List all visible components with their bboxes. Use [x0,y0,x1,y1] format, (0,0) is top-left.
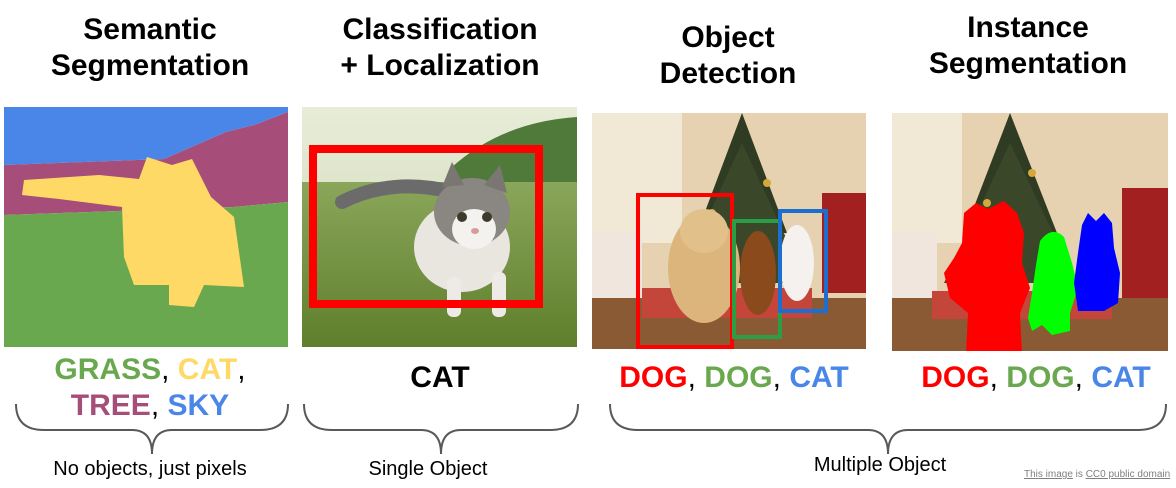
title-line: Detection [659,57,797,90]
detection-labels: DOG, DOG, CAT [584,360,884,396]
label-dog-2: DOG [704,361,773,394]
label-cat: CAT [410,361,470,394]
caption-no-objects: No objects, just pixels [53,458,247,480]
title-instance-segmentation: Instance Segmentation [878,10,1176,82]
label-dog-1: DOG [921,361,990,394]
detection-box-cat [778,209,828,313]
title-line: + Localization [340,49,540,82]
label-cat: CAT [1091,361,1151,394]
caption-multiple-object: Multiple Object [813,454,947,476]
label-tree: TREE [70,389,151,422]
label-separator: , [161,353,170,386]
object-detection-image [592,113,866,349]
title-line: Segmentation [50,49,250,82]
instance-labels: DOG, DOG, CAT [886,360,1176,396]
title-object-detection: Object Detection [578,20,878,92]
instance-mask-dog-2 [1028,231,1078,335]
label-dog-2: DOG [1006,361,1075,394]
title-line: Object [681,21,775,54]
brace-semantic [15,403,289,455]
semantic-segmentation-image [4,107,288,347]
title-line: Segmentation [928,47,1128,80]
credit-text: is [1072,469,1086,480]
image-credit: This image is CC0 public domain [1024,469,1170,480]
credit-link-image[interactable]: This image [1024,469,1073,480]
brace-single [303,403,579,455]
label-cat: CAT [789,361,849,394]
instance-segmentation-image [892,113,1168,351]
localization-box [309,145,543,308]
label-separator: , [237,353,246,386]
caption-single-object: Single Object [368,458,488,480]
title-semantic-segmentation: Semantic Segmentation [0,12,300,84]
pets-photo-instance [892,113,1168,351]
label-grass: GRASS [54,353,162,386]
title-classification-localization: Classification + Localization [290,12,590,84]
segmentation-map [4,107,288,347]
label-separator: , [150,389,160,422]
pets-photo-detection [592,113,866,349]
title-line: Instance [967,11,1089,44]
sky-region [4,107,288,165]
label-sky: SKY [167,389,230,422]
title-line: Classification [342,13,538,46]
label-separator: , [989,361,998,394]
instance-mask-cat [1074,213,1120,311]
kitten-photo [302,107,577,347]
label-dog-1: DOG [619,361,688,394]
semantic-class-labels: GRASS, CAT, TREE, SKY [0,352,300,424]
cat-region [22,157,244,307]
classification-image [302,107,577,347]
semantic-labels-line-2: TREE, SKY [0,388,300,424]
label-separator: , [687,361,696,394]
label-separator: , [1074,361,1083,394]
semantic-labels-line-1: GRASS, CAT, [0,352,300,388]
classification-label: CAT [290,360,590,396]
label-separator: , [772,361,781,394]
instance-mask-dog-1 [944,201,1030,351]
label-cat: CAT [177,353,238,386]
credit-link-license[interactable]: CC0 public domain [1085,469,1171,480]
brace-multiple [609,403,1167,455]
title-line: Semantic [83,13,217,46]
